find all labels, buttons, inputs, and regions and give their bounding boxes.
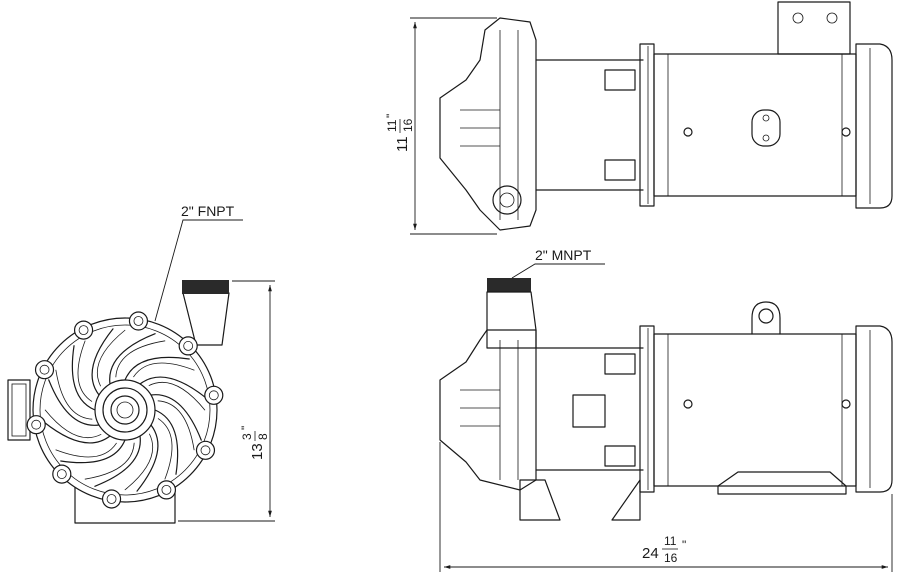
mnpt-label: 2" MNPT (535, 247, 592, 263)
impeller-vane-edge (55, 442, 117, 458)
dimension-height-front: 13 3 8 " (178, 280, 275, 522)
bolt-lug (52, 464, 72, 484)
bolt-lug (73, 320, 94, 340)
dim-24-den: 16 (664, 551, 678, 565)
impeller-vane-edge (77, 340, 93, 402)
dim-24-unit: " (682, 538, 686, 552)
bolt-hole (183, 341, 194, 351)
dim-24-num: 11 (664, 534, 677, 548)
bolt-lug (204, 385, 224, 405)
fnpt-label: 2" FNPT (181, 203, 235, 219)
bolt-lug (195, 440, 216, 460)
dim-13-den: 8 (256, 433, 270, 440)
bolt-lug (101, 489, 122, 509)
impeller-vane-edge (133, 362, 195, 378)
impeller-vane (60, 439, 126, 464)
bolt-hole (161, 484, 172, 495)
dim-13-num: 3 (240, 433, 254, 440)
impeller-vane-edge (55, 369, 93, 420)
impeller-vane (109, 333, 156, 385)
dim-24-whole: 24 (642, 545, 659, 562)
dim-11-num: 11 (385, 119, 399, 132)
pump-top-view (439, 1, 893, 231)
bolt-hole (31, 419, 42, 430)
dim-11-den: 16 (401, 118, 415, 132)
dim-13-unit: " (239, 426, 253, 430)
impeller-vane-edge (84, 442, 135, 480)
bolt-lug (156, 480, 177, 500)
pump-front-view (7, 280, 230, 524)
bolt-lugs (26, 311, 224, 509)
bolt-hole (200, 445, 211, 456)
bolt-hole (208, 390, 219, 401)
pump-side-view (439, 278, 893, 521)
bolt-hole (106, 494, 117, 504)
impeller-vane (139, 376, 207, 399)
bolt-hole (133, 316, 144, 326)
impeller-vane (71, 345, 96, 411)
bolt-lug (178, 336, 198, 356)
impeller-vane-edge (44, 409, 102, 439)
impeller-vane (124, 356, 190, 381)
bolt-hole (78, 325, 89, 336)
impeller-vane (150, 394, 202, 441)
impeller-vane (48, 379, 100, 426)
fnpt-callout: 2" FNPT (154, 203, 243, 322)
impeller-vane (154, 409, 179, 475)
impeller-vanes (43, 328, 207, 492)
bolt-lug (128, 311, 149, 331)
bolt-lug (34, 360, 55, 380)
impeller-vane-edge (157, 418, 173, 480)
dim-13-whole: 13 (249, 443, 266, 460)
dim-11-whole: 11 (394, 136, 411, 152)
bolt-lug (26, 415, 46, 435)
impeller-vane (94, 435, 141, 487)
dimension-height-top: 11 11 16 " (384, 17, 497, 235)
impeller-vane-edge (96, 329, 126, 387)
dim-11-unit: " (384, 114, 398, 118)
impeller-vane-edge (157, 400, 195, 451)
impeller-vane (91, 328, 114, 396)
impeller-vane-edge (148, 381, 206, 411)
dimension-length-side: 24 11 16 " (439, 442, 893, 572)
bolt-hole (56, 469, 67, 479)
impeller-vane-edge (124, 433, 154, 491)
impeller-vane (136, 424, 159, 492)
bolt-hole (39, 364, 50, 375)
mnpt-callout: 2" MNPT (511, 247, 605, 279)
impeller-vane (43, 421, 111, 444)
impeller-vane-edge (115, 340, 166, 378)
